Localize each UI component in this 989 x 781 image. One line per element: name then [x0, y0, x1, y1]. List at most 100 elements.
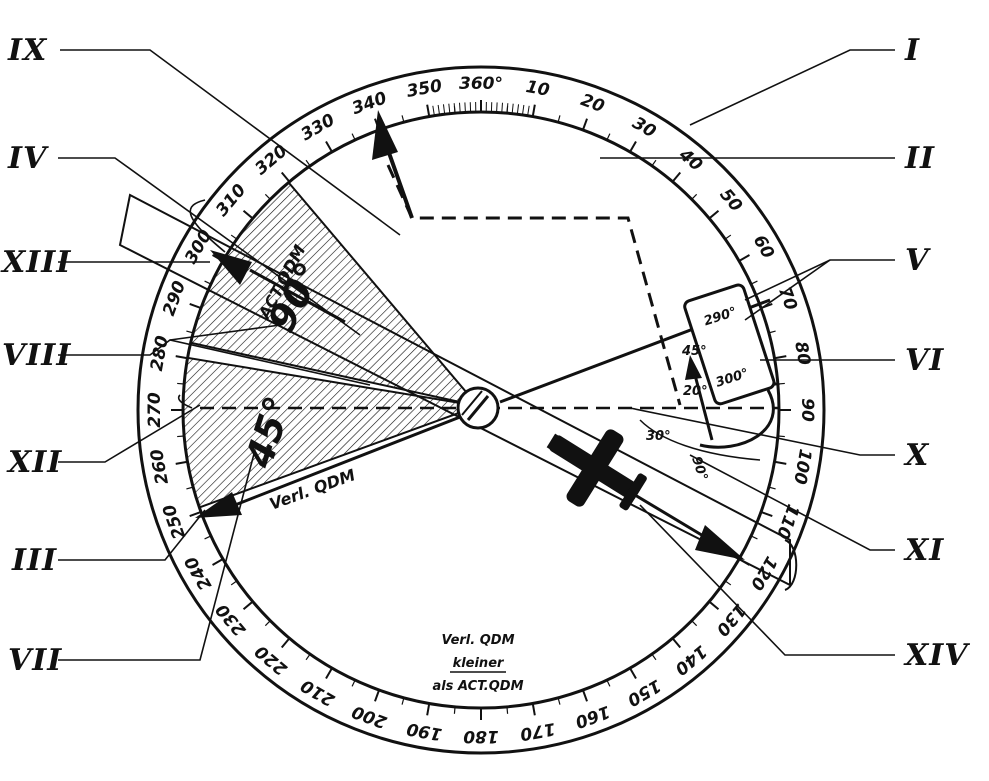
aircraft-icon — [546, 429, 647, 511]
scale-number: 60 — [749, 232, 778, 263]
note-line-1: Verl. QDM — [441, 633, 514, 648]
scale-number: 220 — [251, 641, 291, 679]
arrow-wind — [685, 355, 714, 441]
callout-viii: VIII — [2, 338, 71, 373]
scale-fine-tick — [527, 105, 530, 116]
scale-tick — [651, 159, 657, 167]
scale-tick — [242, 600, 254, 611]
scale-number: 80 — [790, 340, 814, 367]
scale-tick — [280, 171, 291, 183]
scale-tick — [204, 535, 212, 540]
scale-number: 50 — [715, 185, 746, 216]
scale-fine-tick — [448, 103, 451, 114]
scale-number: 270 — [145, 392, 165, 428]
scale-tick — [204, 280, 212, 285]
scale-number: 10 — [524, 77, 551, 101]
scale-tick — [186, 486, 194, 490]
scale-number: 200 — [349, 701, 389, 732]
scale-fine-tick — [501, 102, 503, 113]
scale-tick — [531, 703, 536, 716]
scale-tick — [760, 510, 773, 517]
scale-number: 360° — [459, 74, 503, 94]
scale-fine-tick — [442, 104, 446, 115]
scale-tick — [724, 234, 732, 240]
scale-tick — [189, 303, 202, 310]
arrow-aircraft-heading — [634, 493, 745, 560]
callout-v: V — [905, 243, 931, 278]
scale-tick — [230, 580, 238, 586]
scale-tick — [629, 141, 637, 153]
callout-xi: XI — [903, 533, 944, 568]
callout-iii: III — [11, 543, 57, 578]
angle-30-label: 30° — [646, 429, 671, 444]
scale-number: 260 — [147, 447, 173, 486]
scale-tick — [374, 689, 381, 702]
scale-tick — [351, 133, 356, 141]
angle-20-label: 20° — [683, 384, 708, 399]
callout-xiv: XIV — [903, 638, 970, 673]
scale-number: 70 — [774, 284, 801, 313]
scale-tick — [557, 697, 561, 705]
scale-fine-tick — [437, 104, 441, 115]
scale-tick — [606, 679, 611, 687]
scale-tick — [629, 667, 637, 679]
scale-number: 90 — [797, 398, 817, 422]
scale-number: 20 — [578, 90, 607, 117]
angle-arc-90 — [699, 389, 775, 449]
scale-tick — [175, 355, 188, 360]
scale-tick — [280, 637, 291, 649]
scale-tick — [691, 620, 698, 627]
scale-tick — [750, 280, 758, 285]
scale-tick — [557, 115, 561, 123]
scale-tick — [325, 141, 333, 153]
scale-number: 190 — [405, 718, 444, 744]
note-line-3: als ACT.QDM — [432, 679, 523, 694]
scale-number: 310 — [212, 180, 250, 220]
scale-tick — [325, 667, 333, 679]
degree-scale-ticks — [171, 100, 791, 720]
scale-tick — [177, 382, 185, 385]
scale-number: 230 — [212, 599, 250, 639]
scale-fine-tick — [516, 104, 520, 115]
callout-vi: VI — [905, 343, 944, 378]
callout-iv: IV — [7, 141, 49, 176]
outer-ring — [136, 65, 826, 755]
scale-tick — [264, 620, 271, 627]
scale-number: 160 — [572, 701, 612, 732]
scale-fine-tick — [511, 103, 514, 114]
scale-tick — [671, 171, 682, 183]
scale-number: 180 — [463, 726, 499, 746]
scale-tick — [606, 133, 611, 141]
scale-number: 350 — [405, 76, 444, 102]
callout-i: I — [904, 33, 920, 68]
scale-tick — [581, 689, 588, 702]
callout-xiii: XIII — [0, 245, 71, 280]
scale-tick — [177, 435, 185, 438]
angle-90-label: 90° — [688, 455, 710, 483]
scale-tick — [242, 209, 254, 220]
scale-tick — [230, 234, 238, 240]
angle-45-label: 45° — [681, 344, 707, 359]
callout-vii: VII — [8, 643, 62, 678]
scale-fine-tick — [427, 106, 430, 117]
scale-tick — [453, 706, 456, 714]
scale-tick — [738, 254, 750, 262]
scale-tick — [708, 600, 720, 611]
callout-leaders — [58, 49, 895, 661]
scale-tick — [777, 382, 785, 385]
scale-tick — [768, 486, 776, 490]
scale-tick — [401, 115, 405, 123]
scale-fine-tick — [532, 106, 535, 117]
scale-tick — [671, 637, 682, 649]
scale-tick — [305, 653, 311, 661]
scale-tick — [750, 535, 758, 540]
callout-labels: IX IV XIII VIII XII III VII I II V VI X … — [0, 33, 970, 678]
scale-number: 110 — [772, 501, 803, 541]
scale-tick — [212, 558, 224, 566]
scale-number: 170 — [518, 718, 557, 744]
scale-tick — [175, 460, 188, 465]
callout-ix: IX — [7, 33, 48, 68]
scale-tick — [724, 580, 732, 586]
callout-x: X — [903, 438, 930, 473]
